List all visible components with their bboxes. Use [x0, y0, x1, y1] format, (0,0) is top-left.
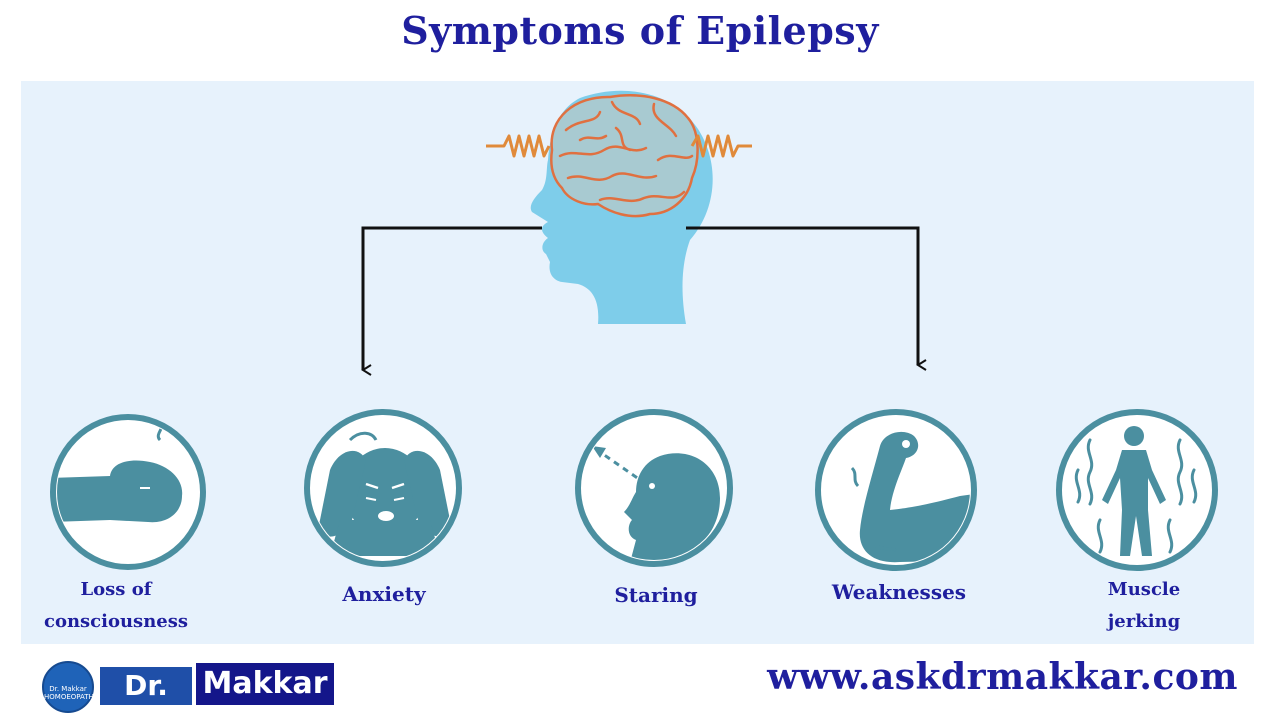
jerking-body-icon	[1056, 409, 1218, 571]
unconscious-head-icon	[50, 414, 206, 570]
head-silhouette-icon	[530, 90, 713, 324]
website-url: www.askdrmakkar.com	[767, 656, 1238, 698]
logo-dr-text: Dr.	[100, 667, 192, 705]
right-connector-arrow	[686, 226, 927, 371]
brain-icon	[550, 94, 699, 218]
weak-arm-icon	[815, 409, 977, 571]
brand-logo: Dr. Makkar HOMOEOPATHY Dr. Makkar	[40, 659, 334, 715]
symptom-label-loss-of-consciousness: Loss of consciousness	[43, 579, 189, 632]
symptom-label-staring: Staring	[614, 583, 698, 607]
staring-head-icon	[575, 409, 733, 567]
symptom-label-muscle-jerking: Muscle jerking	[1107, 579, 1181, 632]
logo-name-text: Makkar	[196, 663, 334, 705]
logo-badge-icon: Dr. Makkar HOMOEOPATHY	[42, 661, 98, 713]
left-connector-arrow	[361, 226, 542, 376]
right-wave-icon	[690, 134, 752, 158]
page-title: Symptoms of Epilepsy	[401, 8, 879, 53]
left-wave-icon	[486, 134, 551, 158]
anxious-face-icon	[304, 409, 462, 567]
symptom-label-weaknesses: Weaknesses	[831, 580, 967, 604]
symptom-label-anxiety: Anxiety	[342, 582, 426, 606]
